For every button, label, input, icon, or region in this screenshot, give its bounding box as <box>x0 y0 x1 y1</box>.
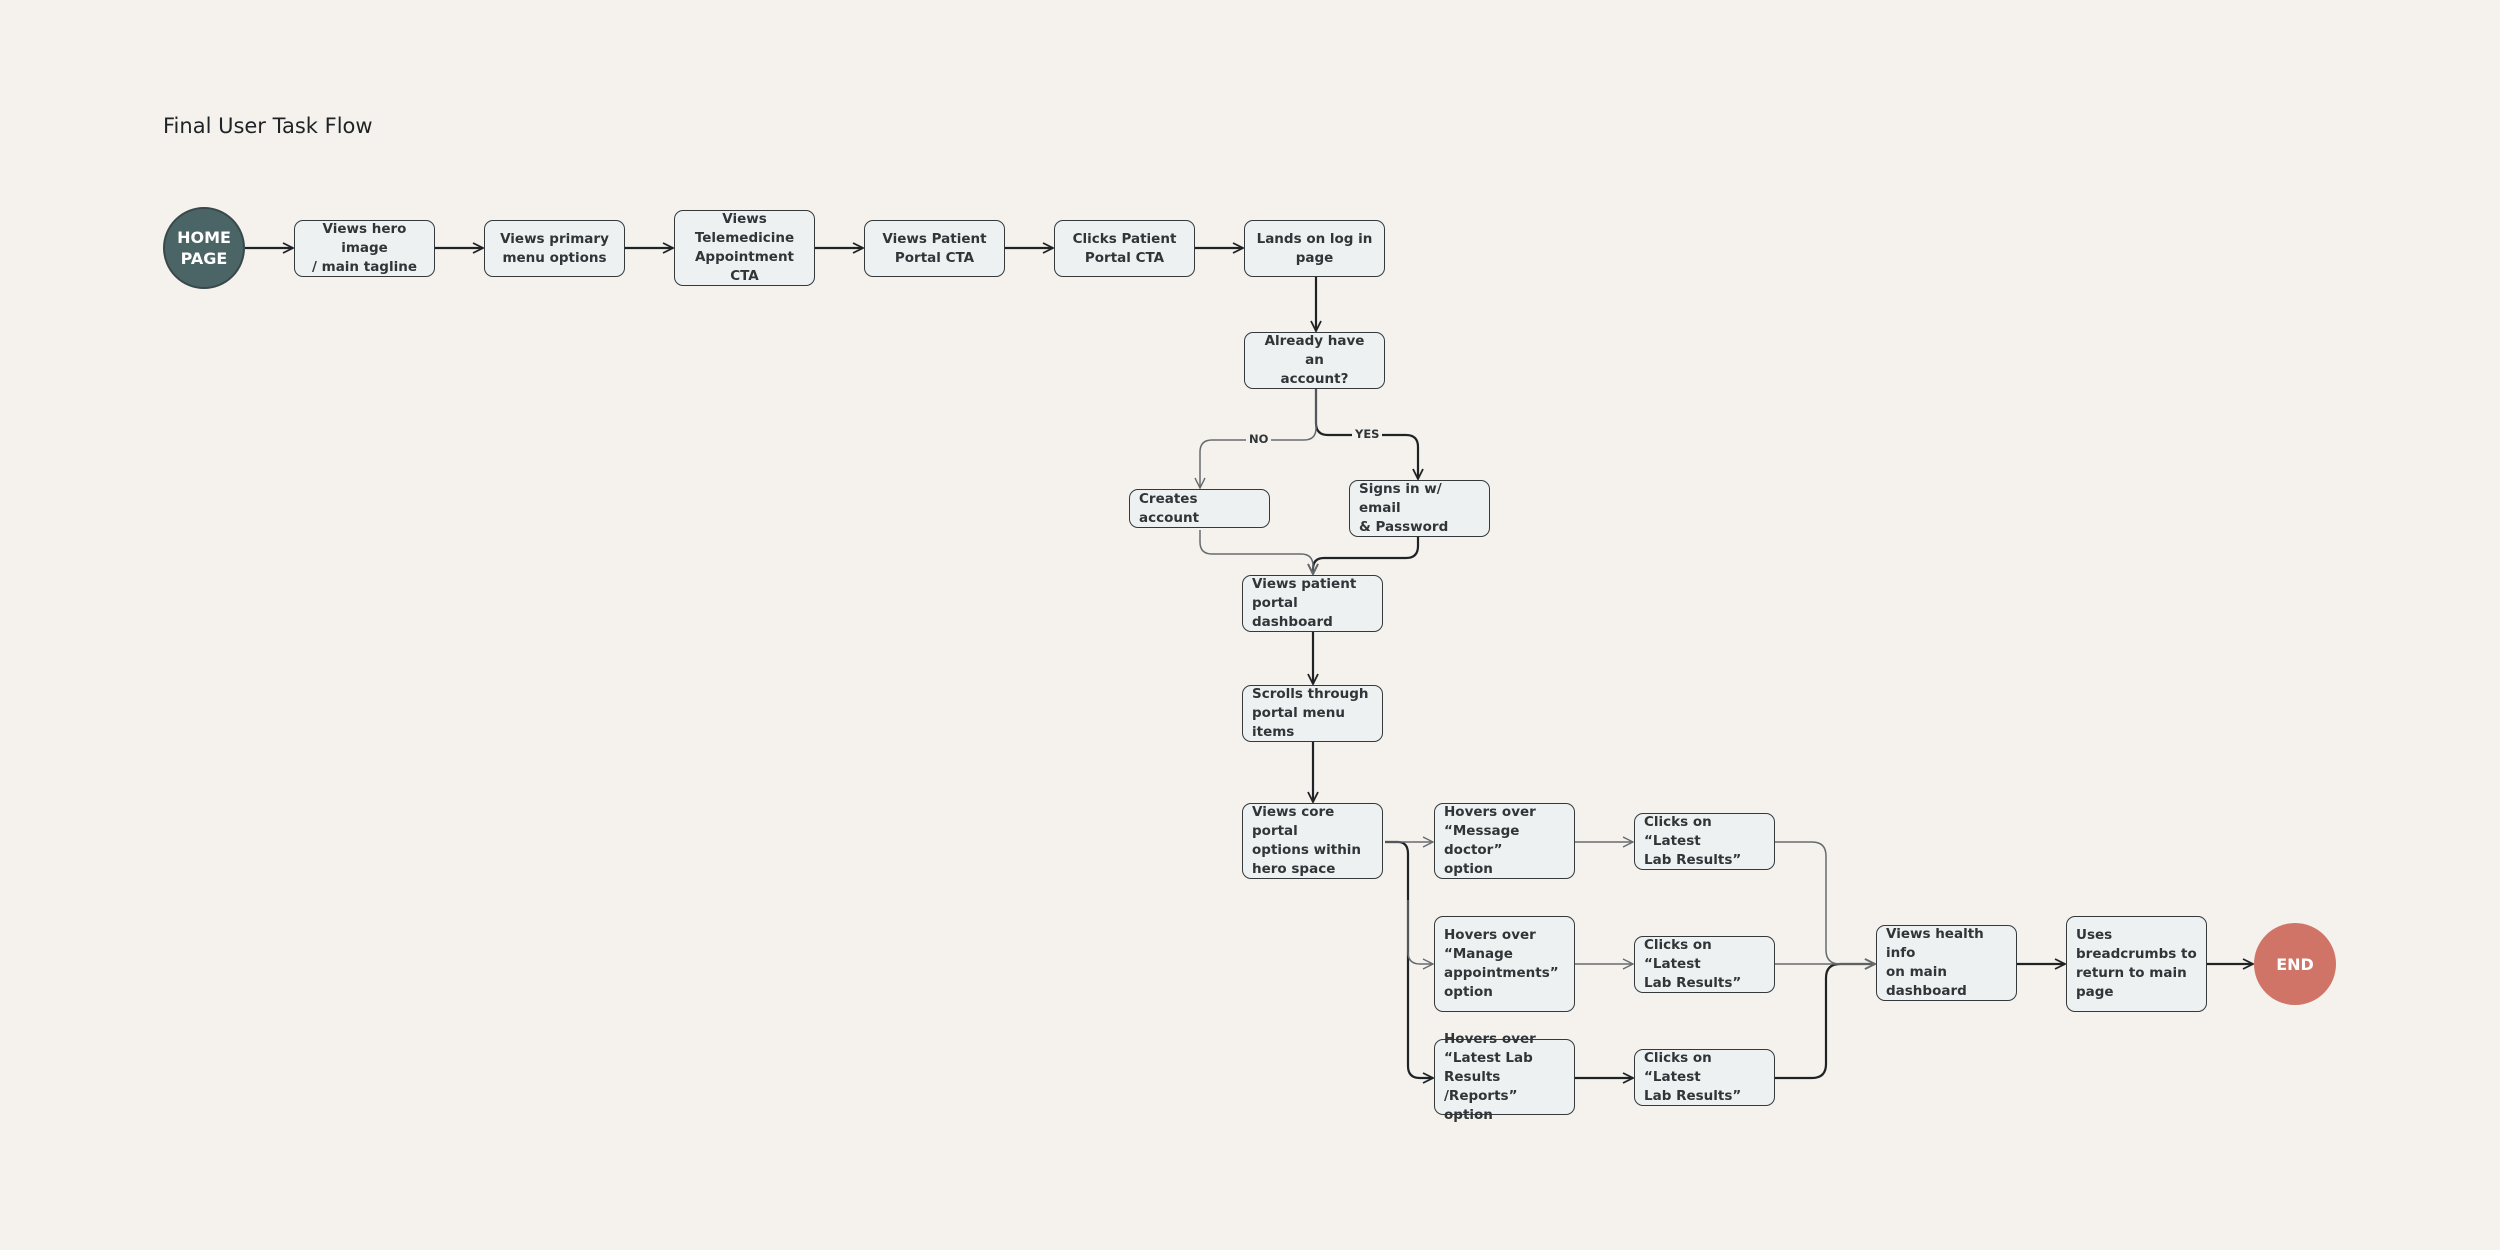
label-yes: YES <box>1352 427 1383 441</box>
edge-core-hoverlab <box>1385 840 1433 1078</box>
node-click-lab-2-label: Clicks on “Latest Lab Results” <box>1644 937 1742 991</box>
node-hover-lab: Hovers over “Latest Lab Results /Reports… <box>1434 1031 1575 1123</box>
node-health-info-label: Views health info on main dashboard <box>1886 926 1984 999</box>
node-account-question-label: Already have an account? <box>1264 333 1365 387</box>
start-node-label: HOME PAGE <box>177 228 231 268</box>
end-node-label: END <box>2276 954 2314 974</box>
node-hover-lab-label: Hovers over “Latest Lab Results /Reports… <box>1444 1030 1536 1123</box>
node-click-lab-1-label: Clicks on “Latest Lab Results” <box>1644 814 1742 868</box>
node-dashboard: Views patient portal dashboard <box>1242 575 1383 632</box>
node-create-account: Creates account <box>1129 489 1270 528</box>
node-hero: Views hero image / main tagline <box>294 220 435 277</box>
start-node: HOME PAGE <box>163 207 245 289</box>
node-health-info: Views health info on main dashboard <box>1876 925 2017 1001</box>
edge-create-dashboard <box>1199 530 1313 574</box>
node-account-question: Already have an account? <box>1244 332 1385 389</box>
node-hover-message-label: Hovers over “Message doctor” option <box>1444 804 1536 877</box>
node-core-options: Views core portal options within hero sp… <box>1242 803 1383 879</box>
node-click-lab-3: Clicks on “Latest Lab Results” <box>1634 1049 1775 1106</box>
node-hover-appointments: Hovers over “Manage appointments” option <box>1434 916 1575 1012</box>
edge-signin-dashboard <box>1313 537 1420 574</box>
node-dashboard-label: Views patient portal dashboard <box>1252 576 1357 630</box>
node-hero-label: Views hero image / main tagline <box>312 221 417 275</box>
node-hover-appointments-label: Hovers over “Manage appointments” option <box>1444 927 1559 1000</box>
label-no: NO <box>1246 432 1272 446</box>
node-menu-label: Views primary menu options <box>500 230 609 266</box>
node-menu: Views primary menu options <box>484 220 625 277</box>
edge-click1-health <box>1775 841 1875 964</box>
node-create-account-label: Creates account <box>1139 490 1200 526</box>
edge-core-hoverappt <box>1407 900 1433 964</box>
node-click-cta-label: Clicks Patient Portal CTA <box>1072 230 1177 266</box>
node-breadcrumbs-label: Uses breadcrumbs to return to main page <box>2076 927 2197 1000</box>
node-click-lab-1: Clicks on “Latest Lab Results” <box>1634 813 1775 870</box>
node-click-cta: Clicks Patient Portal CTA <box>1054 220 1195 277</box>
node-telemedicine: Views Telemedicine Appointment CTA <box>674 210 815 286</box>
node-portal-cta-label: Views Patient Portal CTA <box>882 230 987 266</box>
node-portal-cta: Views Patient Portal CTA <box>864 220 1005 277</box>
edge-click3-health <box>1775 964 1875 1080</box>
node-scroll: Scrolls through portal menu items <box>1242 685 1383 742</box>
page-title: Final User Task Flow <box>163 114 373 138</box>
node-core-options-label: Views core portal options within hero sp… <box>1252 804 1362 877</box>
node-login: Lands on log in page <box>1244 220 1385 277</box>
node-login-label: Lands on log in page <box>1256 230 1373 266</box>
node-telemedicine-label: Views Telemedicine Appointment CTA <box>694 211 795 284</box>
node-hover-message: Hovers over “Message doctor” option <box>1434 803 1575 879</box>
node-signin-label: Signs in w/ email & Password <box>1359 481 1449 535</box>
node-click-lab-2: Clicks on “Latest Lab Results” <box>1634 936 1775 993</box>
end-node: END <box>2254 923 2336 1005</box>
node-breadcrumbs: Uses breadcrumbs to return to main page <box>2066 916 2207 1012</box>
node-click-lab-3-label: Clicks on “Latest Lab Results” <box>1644 1050 1742 1104</box>
node-scroll-label: Scrolls through portal menu items <box>1252 686 1369 740</box>
node-signin: Signs in w/ email & Password <box>1349 480 1490 537</box>
